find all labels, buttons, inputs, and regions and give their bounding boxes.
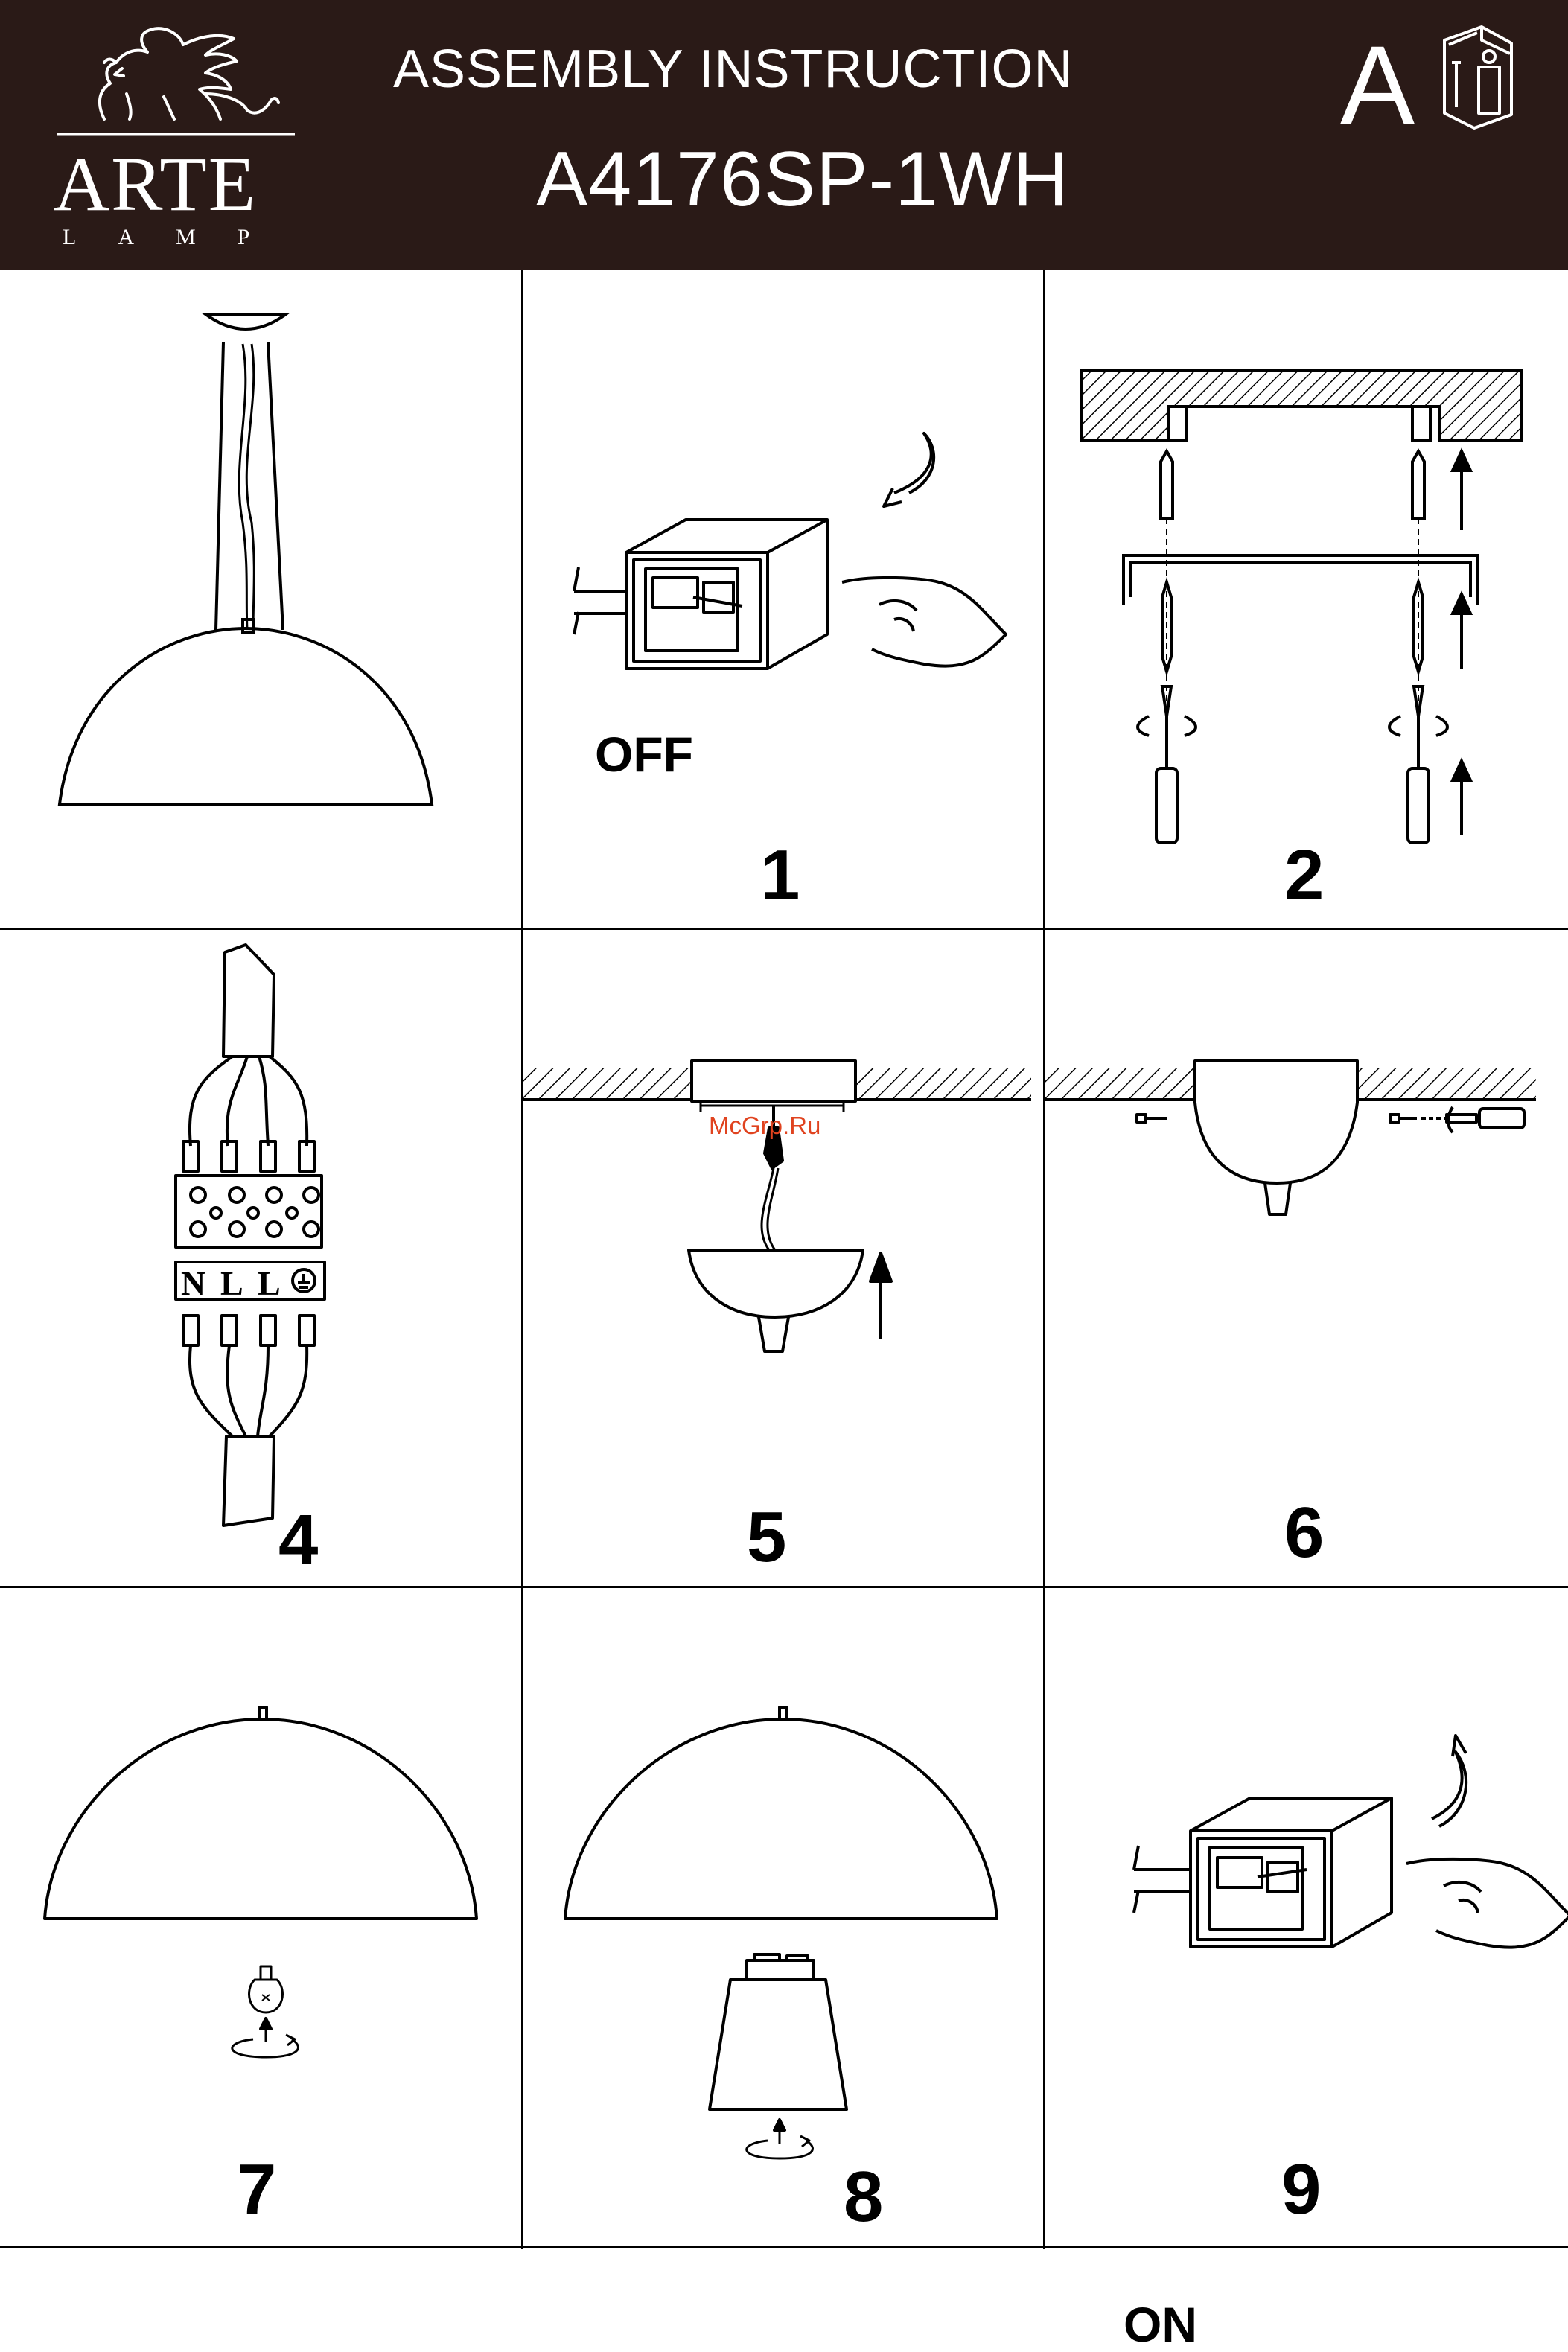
watermark: McGrp.Ru [709, 1112, 820, 1140]
terminal-label-n: N [181, 1266, 205, 1301]
step-number: 6 [1284, 1497, 1324, 1569]
step-number: 2 [1284, 840, 1324, 911]
step-number: 5 [747, 1502, 786, 1573]
canopy-screw-icon [1045, 930, 1568, 1586]
panel-overview [0, 270, 521, 928]
panel-step-7: 7 [0, 1588, 521, 2246]
step-number: 1 [760, 840, 800, 911]
header-bar: ARTE LAMP ASSEMBLY INSTRUCTION A4176SP-1… [0, 0, 1568, 270]
brand-subtitle: LAMP [63, 225, 291, 250]
manual-info-icon [1437, 18, 1519, 130]
instruction-grid: OFF 1 [0, 270, 1568, 2249]
step-number: 4 [278, 1505, 318, 1576]
brand-name: ARTE [54, 140, 257, 229]
panel-step-9: ON 9 [1045, 1588, 1568, 2246]
griffin-logo-icon [52, 22, 298, 141]
switch-state-label: ON [1124, 2300, 1197, 2349]
panel-step-6: 6 [1045, 930, 1568, 1586]
switch-off-icon [522, 270, 1043, 928]
model-number: A4176SP-1WH [536, 136, 1069, 224]
panel-step-5: 5 [522, 930, 1043, 1586]
panel-step-1: OFF 1 [522, 270, 1043, 928]
pendant-lamp-icon [0, 270, 521, 928]
bulb-install-icon [0, 1588, 521, 2246]
canopy-raise-icon [522, 930, 1043, 1586]
step-number: 7 [237, 2154, 276, 2225]
terminal-label-l2: L [258, 1266, 281, 1301]
step-number: 8 [844, 2161, 883, 2233]
grid-line-bottom [0, 2246, 1568, 2248]
panel-step-2: 2 [1045, 270, 1568, 928]
terminal-block-icon [0, 930, 521, 1586]
panel-step-8: 8 [522, 1588, 1043, 2246]
language-letter: A [1340, 21, 1415, 150]
switch-state-label: OFF [595, 730, 693, 779]
panel-step-4: N L L 4 [0, 930, 521, 1586]
shade-install-icon [522, 1588, 1043, 2246]
switch-on-icon [1045, 1588, 1568, 2246]
document-title: ASSEMBLY INSTRUCTION [393, 39, 1074, 100]
mounting-bracket-icon [1045, 270, 1568, 928]
terminal-label-l1: L [220, 1266, 243, 1301]
step-number: 9 [1281, 2154, 1321, 2225]
